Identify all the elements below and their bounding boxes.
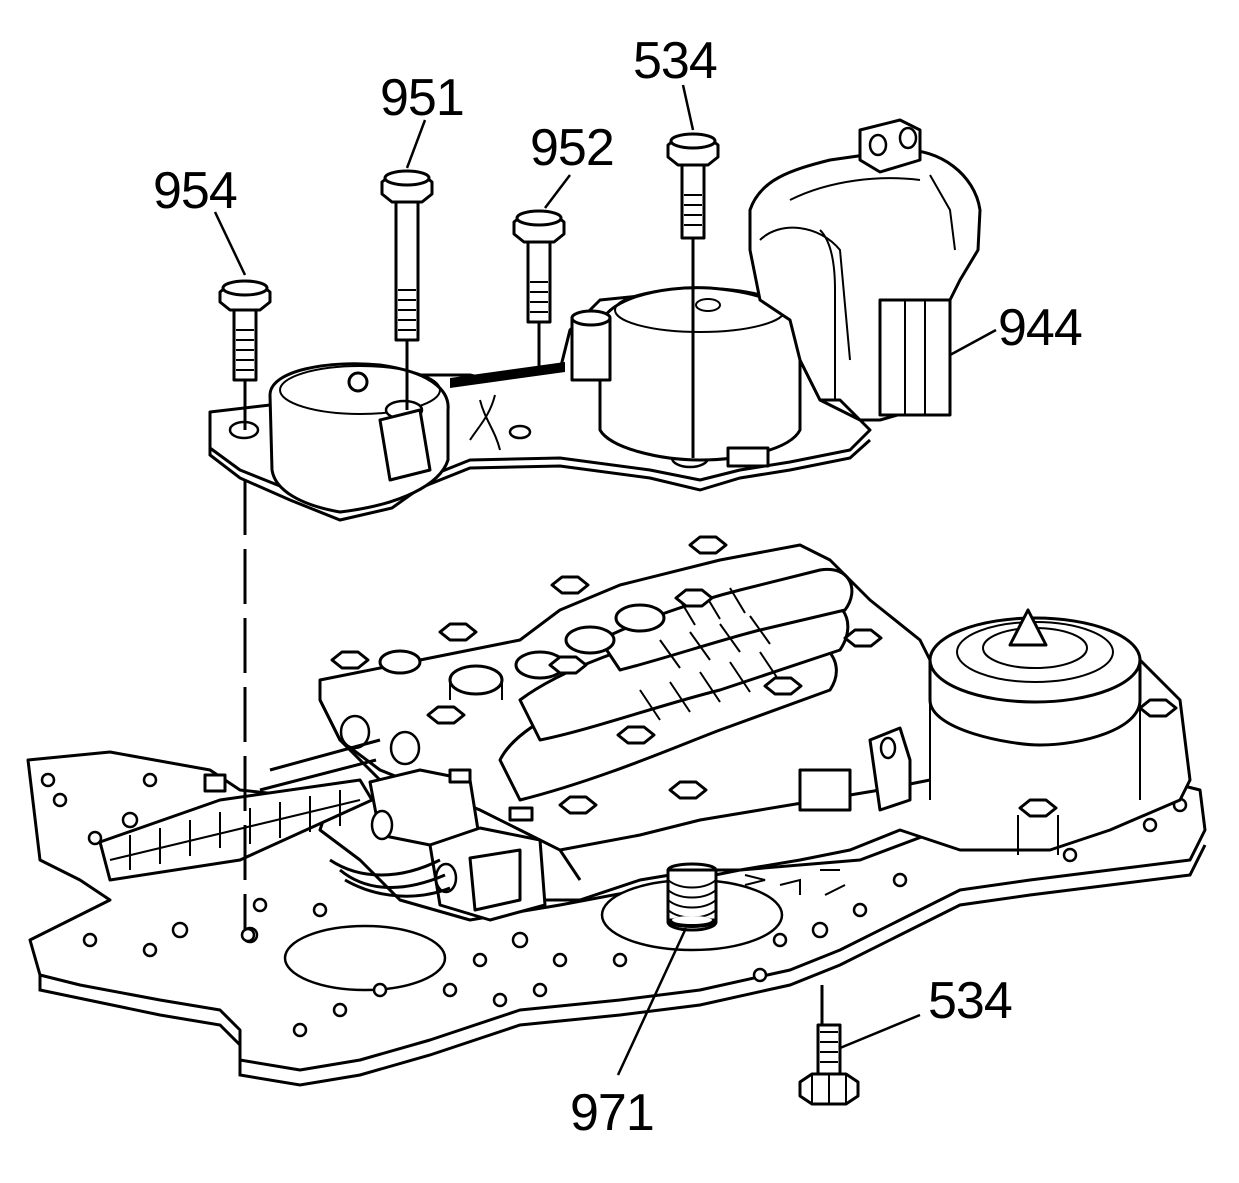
callout-951: 951 (380, 69, 464, 127)
alignment-lines (243, 238, 824, 1025)
wiring-harness (98, 738, 451, 898)
callout-944: 944 (998, 299, 1082, 357)
callout-952: 952 (530, 119, 614, 177)
bolt-534-bottom (798, 1023, 860, 1106)
callout-954: 954 (153, 162, 237, 220)
spring-971 (666, 862, 718, 932)
bolt-534-top (666, 132, 720, 240)
valve-body-bolts (330, 535, 1178, 855)
solenoid-cover-944 (208, 118, 982, 522)
callout-534-top: 534 (633, 32, 717, 90)
leader-lines (213, 84, 997, 1076)
bolt-951 (380, 169, 434, 342)
solenoid-connectors (368, 768, 547, 922)
bolt-954 (218, 279, 272, 382)
valve-body-plate (26, 535, 1207, 1087)
callout-534-bottom: 534 (928, 972, 1012, 1030)
callout-971: 971 (570, 1084, 654, 1142)
bolt-952 (512, 209, 566, 324)
callout-labels: 954 951 952 534 944 534 971 (153, 32, 1083, 1142)
